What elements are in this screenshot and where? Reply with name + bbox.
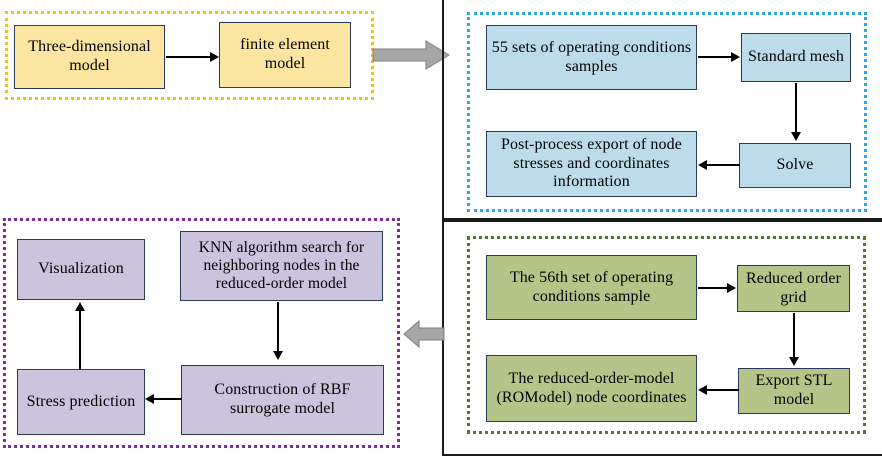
- arrow-grid-to-stl-line: [793, 313, 795, 358]
- node-stress-prediction[interactable]: Stress prediction: [17, 369, 145, 435]
- arrow-grid-to-stl-head: [789, 357, 799, 366]
- node-three-dimensional-model[interactable]: Three-dimensional model: [14, 25, 165, 89]
- group-standard-simulation-stage: [467, 12, 867, 212]
- node-romodel-node-coordinates[interactable]: The reduced-order-model (ROModel) node c…: [486, 355, 697, 422]
- arrow-knn-to-rbf-line: [277, 302, 279, 352]
- arrow-mesh-to-solve-line: [795, 83, 797, 133]
- node-56th-set-of-operating-conditions-sample[interactable]: The 56th set of operating conditions sam…: [486, 255, 697, 320]
- arrow-sample56-to-grid-line: [698, 287, 728, 289]
- arrow-rbf-to-stress-line: [154, 398, 182, 400]
- arrow-samples-to-mesh-head: [731, 52, 740, 62]
- node-visualization[interactable]: Visualization: [17, 239, 145, 300]
- arrow-rbf-to-stress-head: [145, 394, 154, 404]
- arrow-knn-to-rbf-head: [273, 351, 283, 360]
- arrow-stress-to-visual-line: [79, 311, 81, 370]
- group-prediction-stage: [3, 218, 400, 448]
- node-export-stl-model[interactable]: Export STL model: [738, 368, 850, 414]
- node-knn-algorithm-search[interactable]: KNN algorithm search for neighboring nod…: [180, 231, 383, 301]
- node-post-process-export[interactable]: Post-process export of node stresses and…: [486, 131, 697, 197]
- arrow-stl-to-romodel-head: [698, 385, 707, 395]
- node-reduced-order-grid[interactable]: Reduced order grid: [737, 265, 850, 312]
- node-construction-of-rbf-surrogate-model[interactable]: Construction of RBF surrogate model: [181, 365, 384, 435]
- group-reduced-order-stage: [467, 236, 866, 434]
- block-arrow-modeling-to-simulation: [372, 40, 450, 70]
- group-standard-simulation-frame: [442, 0, 882, 220]
- block-arrow-reduced-to-prediction: [403, 319, 445, 349]
- arrow-samples-to-mesh-line: [698, 56, 732, 58]
- arrow-solve-to-postprocess-line: [707, 164, 740, 166]
- node-solve[interactable]: Solve: [739, 143, 851, 188]
- arrow-solve-to-postprocess-head: [698, 160, 707, 170]
- arrow-sample56-to-grid-head: [727, 283, 736, 293]
- node-standard-mesh[interactable]: Standard mesh: [741, 33, 851, 82]
- arrow-stress-to-visual-head: [75, 302, 85, 311]
- arrow-3d-to-fem-line: [166, 56, 211, 58]
- node-55-sets-of-operating-conditions-samples[interactable]: 55 sets of operating conditions samples: [486, 25, 697, 90]
- arrow-mesh-to-solve-head: [791, 132, 801, 141]
- node-finite-element-model[interactable]: finite element model: [219, 22, 351, 88]
- arrow-3d-to-fem-head: [210, 52, 219, 62]
- arrow-stl-to-romodel-line: [707, 389, 739, 391]
